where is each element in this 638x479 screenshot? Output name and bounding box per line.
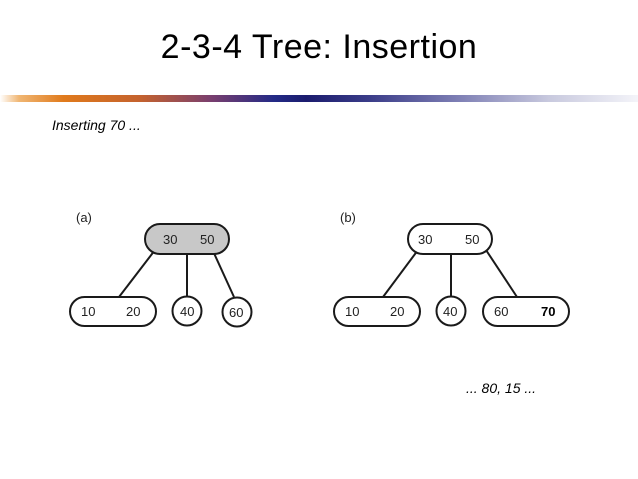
node-b-root (407, 223, 493, 255)
node-b-child-mid-key: 40 (443, 304, 457, 319)
node-b-root-key-2: 50 (465, 232, 479, 247)
node-a-root-key-2: 50 (200, 232, 214, 247)
edge-b-root-left (382, 249, 419, 298)
node-a-root (144, 223, 230, 255)
edge-b-root-right (485, 249, 518, 298)
edge-a-root-right (212, 250, 235, 298)
node-a-child-mid-key: 40 (180, 304, 194, 319)
node-b-child-right-key-new: 70 (541, 304, 555, 319)
node-b-child-mid (435, 295, 467, 327)
panel-b: (b) 30 50 10 20 40 60 70 (333, 210, 570, 327)
node-a-root-key-1: 30 (163, 232, 177, 247)
node-b-root-key-1: 30 (418, 232, 432, 247)
node-b-child-left (333, 296, 421, 327)
node-b-child-right (482, 296, 570, 327)
node-a-child-right (221, 296, 253, 328)
panel-b-label: (b) (340, 210, 356, 225)
title-gradient-bar (0, 95, 638, 102)
node-b-child-left-key-1: 10 (345, 304, 359, 319)
node-a-child-mid (171, 295, 203, 327)
node-b-child-left-key-2: 20 (390, 304, 404, 319)
node-a-child-left-key-2: 20 (126, 304, 140, 319)
edge-a-root-left (118, 249, 156, 298)
node-a-child-left (69, 296, 157, 327)
slide-title: 2-3-4 Tree: Insertion (160, 28, 478, 66)
panel-a-label: (a) (76, 210, 92, 225)
node-b-child-right-key-1: 60 (494, 304, 508, 319)
caption-inserting: Inserting 70 ... (52, 117, 141, 133)
node-a-child-left-key-1: 10 (81, 304, 95, 319)
panel-a: (a) 30 50 10 20 40 60 (69, 210, 253, 328)
node-a-child-right-key: 60 (229, 305, 243, 320)
caption-next-keys: ... 80, 15 ... (466, 380, 537, 396)
